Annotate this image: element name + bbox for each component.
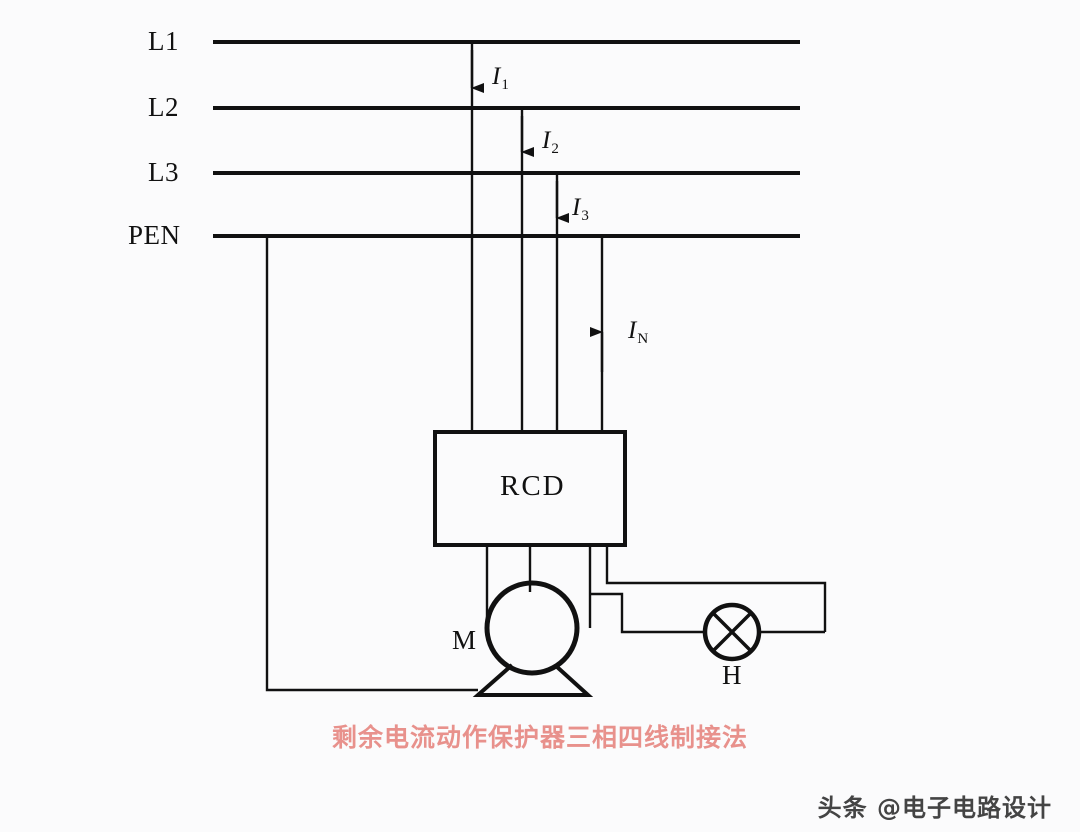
current-label-i3-subscript: 3 [581, 208, 589, 224]
current-label-i2-subscript: 2 [551, 141, 559, 157]
bus-label-l1: L1 [148, 26, 179, 56]
current-label-i3: I3 [572, 194, 589, 224]
current-label-i3-symbol: I [572, 194, 581, 221]
watermark-text: 头条 @电子电路设计 [817, 794, 1052, 822]
current-label-i1-subscript: 1 [501, 77, 509, 93]
motor-circle[interactable] [484, 580, 580, 676]
lamp-cross-stroke-2 [711, 611, 753, 653]
motor-label: M [452, 625, 477, 655]
current-label-i2: I2 [542, 127, 559, 157]
current-label-in-subscript: N [637, 331, 649, 347]
pen-earth-conductor [265, 236, 478, 692]
current-label-in-symbol: I [628, 317, 637, 344]
lamp-circle[interactable] [702, 602, 762, 662]
diagram-caption: 剩余电流动作保护器三相四线制接法 [331, 723, 748, 752]
current-label-i1-symbol: I [492, 63, 501, 90]
motor-base [472, 663, 594, 697]
current-label-i2-symbol: I [542, 127, 551, 154]
current-label-in: IN [628, 317, 648, 347]
rcd-label: RCD [500, 470, 566, 502]
bus-label-l3: L3 [148, 157, 179, 187]
rcd-out-line-neutral [605, 545, 827, 632]
bus-label-l2: L2 [148, 92, 179, 122]
current-label-i1: I1 [492, 63, 509, 93]
lamp-label: H [722, 660, 742, 690]
lamp-return-wire [590, 592, 705, 634]
bus-label-pen: PEN [128, 220, 181, 250]
